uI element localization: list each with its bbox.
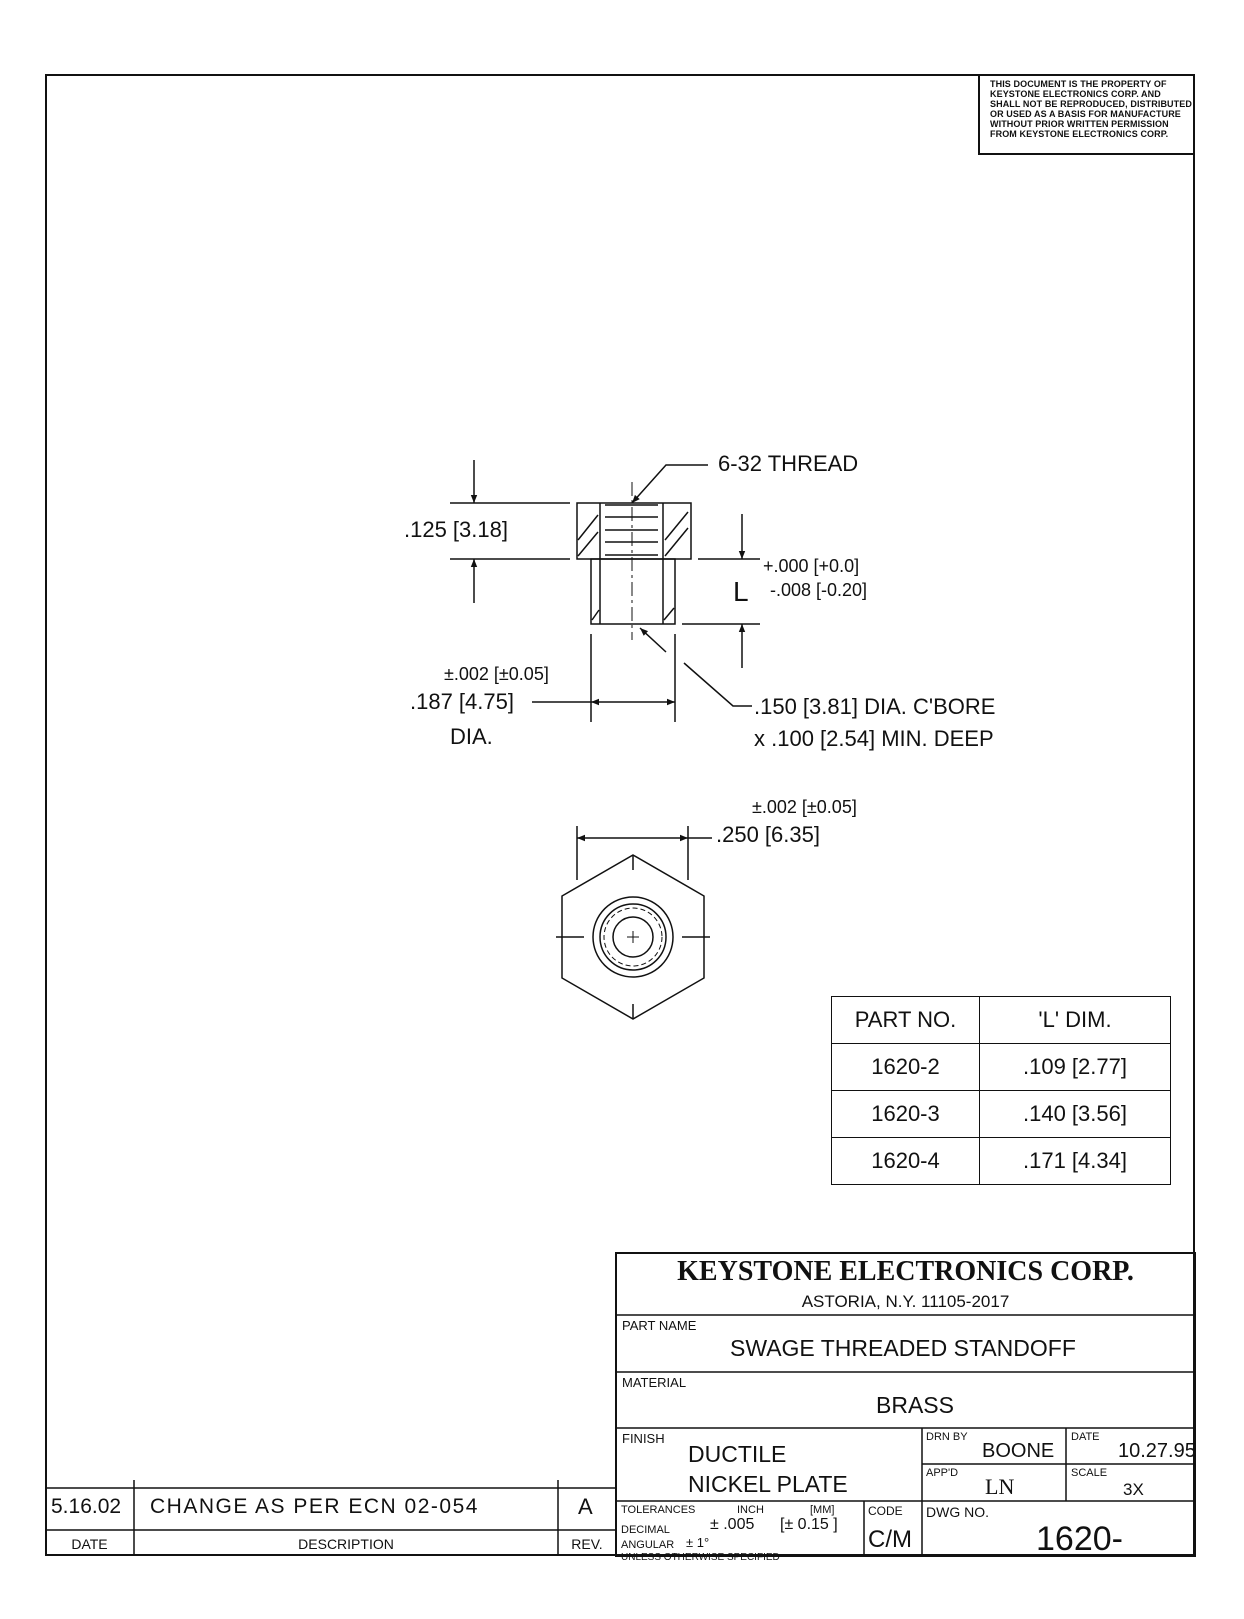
standoff-flange xyxy=(576,502,692,560)
table-cell-l-dim: .171 [4.34] xyxy=(979,1137,1171,1185)
height-dimension: .125 [3.18] xyxy=(404,517,508,542)
table-cell-part-no: 1620-4 xyxy=(831,1137,980,1185)
part-name: SWAGE THREADED STANDOFF xyxy=(730,1335,1076,1361)
revision-description: CHANGE AS PER ECN 02-054 xyxy=(150,1495,479,1518)
notice-line: FROM KEYSTONE ELECTRONICS CORP. xyxy=(990,129,1169,139)
unless-specified-note: UNLESS OTHERWISE SPECIFIED xyxy=(621,1552,780,1563)
scale-label: SCALE xyxy=(1071,1467,1108,1479)
material-label: MATERIAL xyxy=(622,1375,687,1390)
table-cell-part-no: 1620-3 xyxy=(831,1090,980,1138)
table-row: 1620-2 .109 [2.77] xyxy=(831,1043,1171,1091)
revision-date: 5.16.02 xyxy=(51,1495,122,1518)
counterbore-callout-line1: .150 [3.81] DIA. C'BORE xyxy=(754,694,996,719)
hex-outer-circle xyxy=(592,896,674,978)
diameter-tolerance: ±.002 [±0.05] xyxy=(444,664,549,684)
revision-description-label: DESCRIPTION xyxy=(298,1536,394,1552)
notice-line: WITHOUT PRIOR WRITTEN PERMISSION xyxy=(990,119,1169,129)
finish-line2: NICKEL PLATE xyxy=(688,1471,848,1497)
title-block-outline xyxy=(615,1252,1196,1557)
table-row: 1620-3 .140 [3.56] xyxy=(831,1090,1171,1138)
drawn-by-label: DRN BY xyxy=(926,1431,968,1443)
scale-value: 3X xyxy=(1123,1480,1144,1499)
finish-label: FINISH xyxy=(622,1431,665,1446)
date-value: 10.27.95 xyxy=(1118,1440,1196,1462)
revision-rev-label: REV. xyxy=(571,1536,603,1552)
part-name-label: PART NAME xyxy=(622,1318,697,1333)
decimal-label: DECIMAL xyxy=(621,1524,670,1536)
notice-line: SHALL NOT BE REPRODUCED, DISTRIBUTED xyxy=(990,99,1192,109)
part-table: PART NO. 'L' DIM. 1620-2 .109 [2.77] 162… xyxy=(831,996,1171,1185)
property-notice: THIS DOCUMENT IS THE PROPERTY OF KEYSTON… xyxy=(978,75,1195,155)
company-name: KEYSTONE ELECTRONICS CORP. xyxy=(677,1256,1134,1287)
table-cell-l-dim: .109 [2.77] xyxy=(979,1043,1171,1091)
tolerance-plus: +.000 [+0.0] xyxy=(763,556,860,576)
l-symbol: L xyxy=(733,576,749,607)
table-cell-l-dim: .140 [3.56] xyxy=(979,1090,1171,1138)
date-label: DATE xyxy=(1071,1431,1100,1443)
table-cell-part-no: 1620-2 xyxy=(831,1043,980,1091)
diameter-value: .187 [4.75] xyxy=(410,689,514,714)
tolerance-minus: -.008 [-0.20] xyxy=(770,580,868,600)
notice-line: KEYSTONE ELECTRONICS CORP. AND xyxy=(990,89,1161,99)
approved-value: LN xyxy=(985,1474,1015,1499)
code-label: CODE xyxy=(868,1504,903,1518)
drawn-by-value: BOONE xyxy=(982,1440,1055,1462)
angular-label: ANGULAR xyxy=(621,1539,675,1551)
finish-line1: DUCTILE xyxy=(688,1441,787,1467)
counterbore-callout-line2: x .100 [2.54] MIN. DEEP xyxy=(754,726,994,751)
table-row: 1620-4 .171 [4.34] xyxy=(831,1137,1171,1185)
drawing-number-label: DWG NO. xyxy=(926,1504,989,1520)
inch-label: INCH xyxy=(737,1504,764,1516)
tolerances-label: TOLERANCES xyxy=(621,1504,696,1516)
hex-dimension: .250 [6.35] xyxy=(716,822,820,847)
decimal-mm-tolerance: [± 0.15 ] xyxy=(780,1516,838,1533)
notice-line: THIS DOCUMENT IS THE PROPERTY OF xyxy=(990,79,1167,89)
decimal-inch-tolerance: ± .005 xyxy=(710,1516,755,1533)
approved-label: APP'D xyxy=(926,1467,959,1479)
mm-label: [MM] xyxy=(810,1504,835,1516)
table-header-part-no: PART NO. xyxy=(831,996,980,1044)
company-address: ASTORIA, N.Y. 11105-2017 xyxy=(801,1292,1010,1311)
material-value: BRASS xyxy=(876,1392,954,1418)
thread-callout: 6-32 THREAD xyxy=(718,451,859,476)
drawing-number: 1620- xyxy=(1036,1520,1123,1558)
revision-date-label: DATE xyxy=(71,1536,108,1552)
angular-tolerance: ± 1° xyxy=(686,1535,710,1550)
hex-tolerance: ±.002 [±0.05] xyxy=(752,797,857,817)
code-value: C/M xyxy=(868,1526,912,1553)
diameter-label: DIA. xyxy=(450,724,493,749)
revision-letter: A xyxy=(578,1494,593,1519)
table-header-l-dim: 'L' DIM. xyxy=(979,996,1171,1044)
standoff-body xyxy=(590,558,676,625)
notice-line: OR USED AS A BASIS FOR MANUFACTURE xyxy=(990,109,1181,119)
table-header-row: PART NO. 'L' DIM. xyxy=(831,996,1171,1044)
